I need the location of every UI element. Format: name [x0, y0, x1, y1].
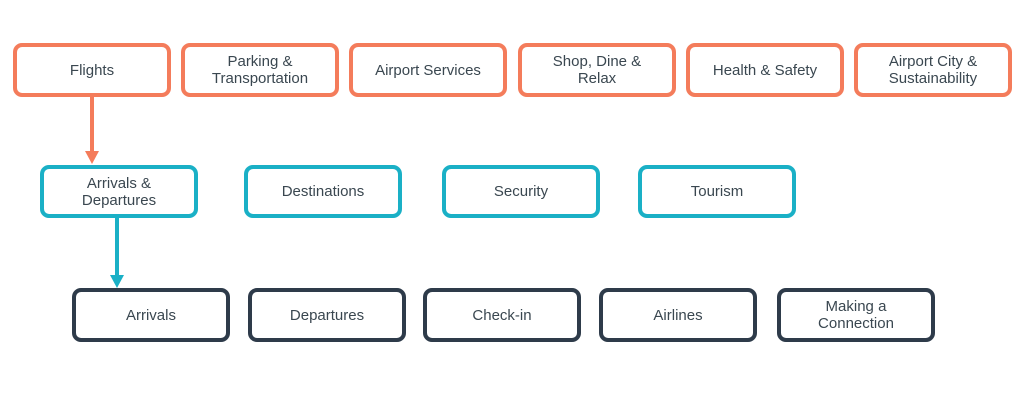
node-making-a-connection[interactable]: Making a Connection [777, 288, 935, 342]
arrowhead-teal [110, 275, 124, 288]
node-health-safety[interactable]: Health & Safety [686, 43, 844, 97]
node-flights[interactable]: Flights [13, 43, 171, 97]
node-check-in[interactable]: Check-in [423, 288, 581, 342]
node-arrivals[interactable]: Arrivals [72, 288, 230, 342]
node-parking-transportation[interactable]: Parking & Transportation [181, 43, 339, 97]
node-shop-dine-relax[interactable]: Shop, Dine & Relax [518, 43, 676, 97]
node-destinations[interactable]: Destinations [244, 165, 402, 218]
node-airlines[interactable]: Airlines [599, 288, 757, 342]
connector-flights-to-arrivals-departures [85, 97, 99, 164]
node-airport-city-sustainability[interactable]: Airport City & Sustainability [854, 43, 1012, 97]
connector-arrivals-departures-to-arrivals [110, 218, 124, 288]
node-arrivals-departures[interactable]: Arrivals & Departures [40, 165, 198, 218]
node-security[interactable]: Security [442, 165, 600, 218]
node-tourism[interactable]: Tourism [638, 165, 796, 218]
arrowhead-orange [85, 151, 99, 164]
node-airport-services[interactable]: Airport Services [349, 43, 507, 97]
node-departures[interactable]: Departures [248, 288, 406, 342]
